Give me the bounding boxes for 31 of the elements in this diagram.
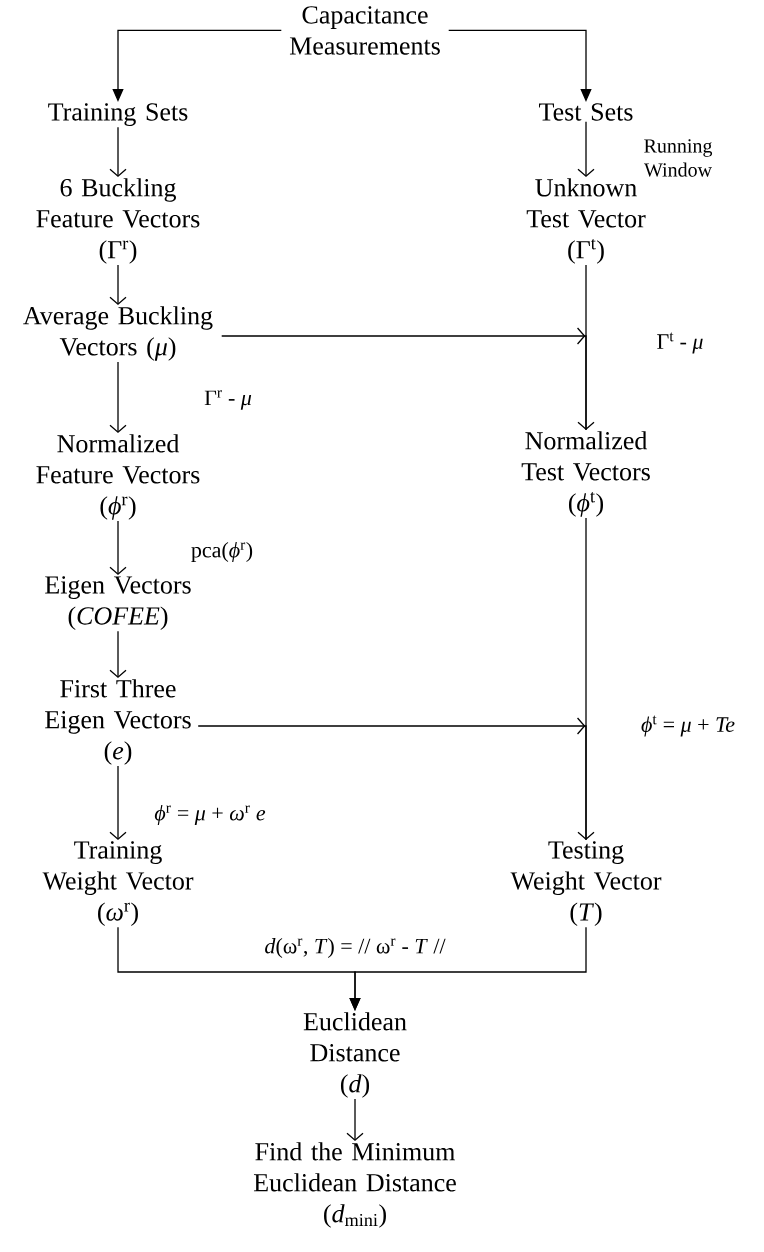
step-label: Normalized Feature Vectors (ϕ$^{r}$) — [36, 434, 200, 520]
arrow — [109, 630, 127, 678]
step-label: Test Sets — [539, 103, 633, 121]
arrow — [109, 520, 127, 575]
step-label: Find the Minimum Euclidean Distance (d$_{mini}$) — [253, 1142, 456, 1228]
step-label: Euclidean Distance (d) — [303, 1012, 407, 1098]
step-label: 6 Buckling Feature Vectors (Γ$^{r}$) — [36, 178, 200, 264]
arrow — [346, 1098, 364, 1141]
step-label: Capacitance Measurements — [289, 6, 440, 55]
edge-label: ϕ$^{t}$ = μ + Te — [640, 714, 736, 738]
arrow — [577, 264, 595, 430]
step-label: Unknown Test Vector (Γ$^{t}$) — [526, 178, 646, 264]
step-label: Training Sets — [48, 103, 188, 127]
arrow — [577, 517, 595, 840]
edge-label: Γ$^{r}$ - μ — [203, 389, 253, 411]
step-label: Eigen Vectors (COFEE) — [45, 576, 191, 630]
step-label: First Three Eigen Vectors (e) — [45, 679, 191, 765]
step-label: Training Weight Vector (ω$^{r}$) — [42, 841, 194, 926]
arrow — [109, 361, 127, 433]
arrow — [109, 126, 127, 177]
edge-label: pca(ϕ$^{r}$) — [189, 541, 255, 563]
edge-label: d(ω$^{r}$, T) = // ω$^{r}$ - T // — [263, 937, 447, 959]
step-label: Average Buckling Vectors (μ) — [23, 306, 213, 361]
edge-label: ϕ$^{r}$ = μ + ω$^{r}$ e — [153, 804, 267, 826]
arrow — [109, 765, 127, 840]
edge-label: Γ$^{t}$ - μ — [655, 331, 705, 355]
arrow — [109, 264, 127, 305]
arrow — [577, 121, 595, 177]
step-label: Testing Weight Vector (T) — [510, 841, 662, 926]
edge-label: Running Window — [637, 138, 719, 178]
step-label: Normalized Test Vectors (ϕ$^{t}$) — [521, 431, 650, 517]
